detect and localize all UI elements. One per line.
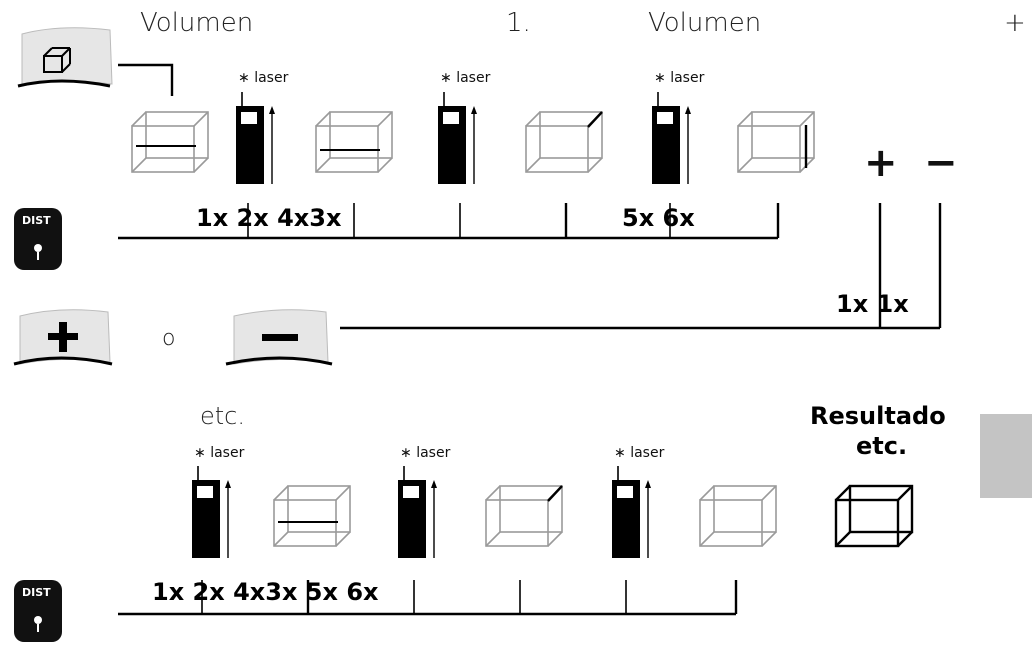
result-label: Resultado bbox=[810, 402, 946, 430]
room-box-5 bbox=[273, 485, 351, 547]
laser-label-5: ∗ laser bbox=[400, 445, 451, 461]
volume-button[interactable] bbox=[17, 27, 113, 88]
etc-label: etc. bbox=[200, 402, 245, 430]
laser-label-6: ∗ laser bbox=[614, 445, 665, 461]
room-box-2 bbox=[315, 111, 393, 173]
timeline-row2 bbox=[118, 580, 738, 616]
or-label: o bbox=[162, 326, 176, 351]
plus-key[interactable] bbox=[13, 309, 113, 366]
room-box-3 bbox=[525, 111, 603, 173]
laser-device-5 bbox=[397, 465, 438, 559]
press-count-row2: 1x 2x 4x3x 5x 6x bbox=[152, 578, 379, 606]
laser-label-1: ∗ laser bbox=[238, 70, 289, 86]
laser-device-1 bbox=[235, 91, 276, 185]
plus-sign-label: + bbox=[864, 140, 898, 186]
timeline-row1 bbox=[118, 203, 780, 240]
room-box-7 bbox=[699, 485, 777, 547]
minus-icon bbox=[262, 334, 298, 341]
press-count-row1-a: 1x 2x 4x3x bbox=[196, 204, 342, 232]
press-count-row1-b: 5x 6x bbox=[622, 204, 695, 232]
laser-device-3 bbox=[651, 91, 692, 185]
laser-device-4 bbox=[191, 465, 232, 559]
dist-label-top: DIST bbox=[22, 214, 51, 227]
cube-icon bbox=[43, 47, 71, 73]
volume-connector bbox=[118, 63, 174, 96]
minus-key[interactable] bbox=[225, 309, 333, 366]
highlight-width-6 bbox=[547, 485, 563, 502]
result-etc-label: etc. bbox=[856, 432, 908, 460]
press-count-pm: 1x 1x bbox=[836, 290, 909, 318]
highlight-width-3 bbox=[587, 111, 603, 128]
result-box bbox=[834, 484, 914, 548]
room-box-4 bbox=[737, 111, 815, 173]
laser-label-3: ∗ laser bbox=[654, 70, 705, 86]
plus-icon bbox=[48, 322, 78, 352]
laser-device-6 bbox=[611, 465, 652, 559]
laser-device-2 bbox=[437, 91, 478, 185]
step-number: 1. bbox=[506, 8, 531, 38]
dist-label-bottom: DIST bbox=[22, 586, 51, 599]
volumen-label-1: Volumen bbox=[140, 8, 254, 38]
volumen-label-2: Volumen bbox=[648, 8, 762, 38]
side-tab bbox=[980, 414, 1032, 498]
minus-sign-label: − bbox=[924, 140, 958, 186]
laser-label-4: ∗ laser bbox=[194, 445, 245, 461]
room-box-1 bbox=[131, 111, 209, 173]
laser-label-2: ∗ laser bbox=[440, 70, 491, 86]
room-box-6 bbox=[485, 485, 563, 547]
plus-top-label: + bbox=[1004, 8, 1026, 38]
